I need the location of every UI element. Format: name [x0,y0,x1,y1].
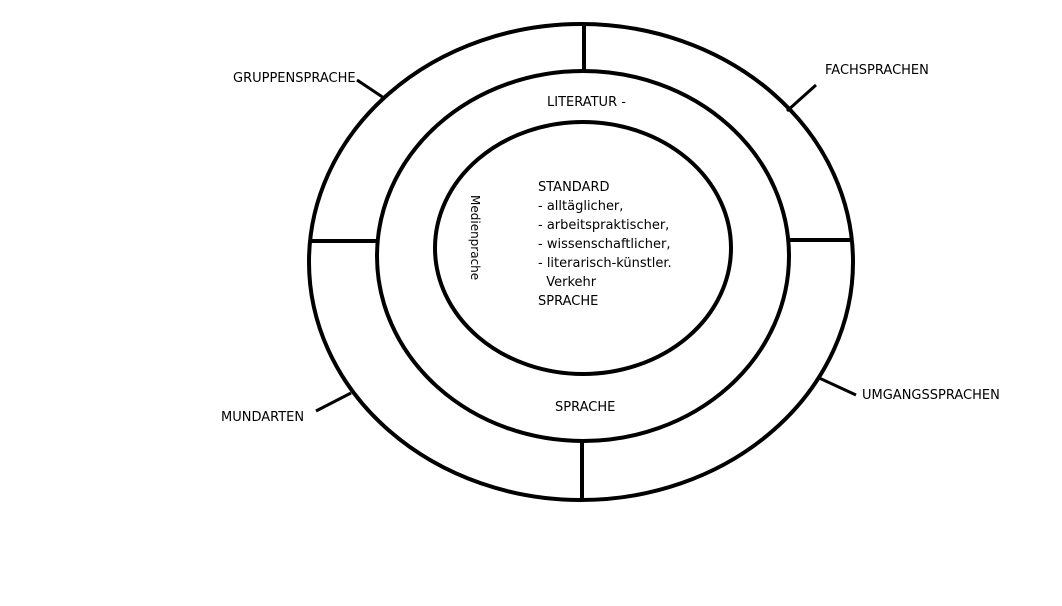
leader-mundarten [315,391,352,413]
inner-ellipse [433,120,733,376]
label-mundarten: MUNDARTEN [221,410,304,425]
label-umgangssprachen: UMGANGSSPRACHEN [862,388,1000,403]
core-line: STANDARD [538,180,610,195]
core-line: - literarisch-künstler. [538,256,672,271]
core-line: - wissenschaftlicher, [538,237,671,252]
core-text-block: STANDARD - alltäglicher, - arbeitsprakti… [538,180,672,309]
leader-gruppensprache [356,78,385,100]
core-line: Verkehr [538,275,597,290]
core-line: SPRACHE [538,294,598,309]
leader-fachsprachen [785,83,818,113]
core-line: - arbeitspraktischer, [538,218,669,233]
label-literatur: LITERATUR - [547,95,626,110]
label-gruppensprache: GRUPPENSPRACHE [233,71,356,86]
core-line: - alltäglicher, [538,199,623,214]
label-sprache-ring: SPRACHE [555,400,615,415]
leader-umgangssprachen [816,375,857,397]
label-fachsprachen: FACHSPRACHEN [825,63,929,78]
label-medienprache: Medienprache [468,195,482,280]
